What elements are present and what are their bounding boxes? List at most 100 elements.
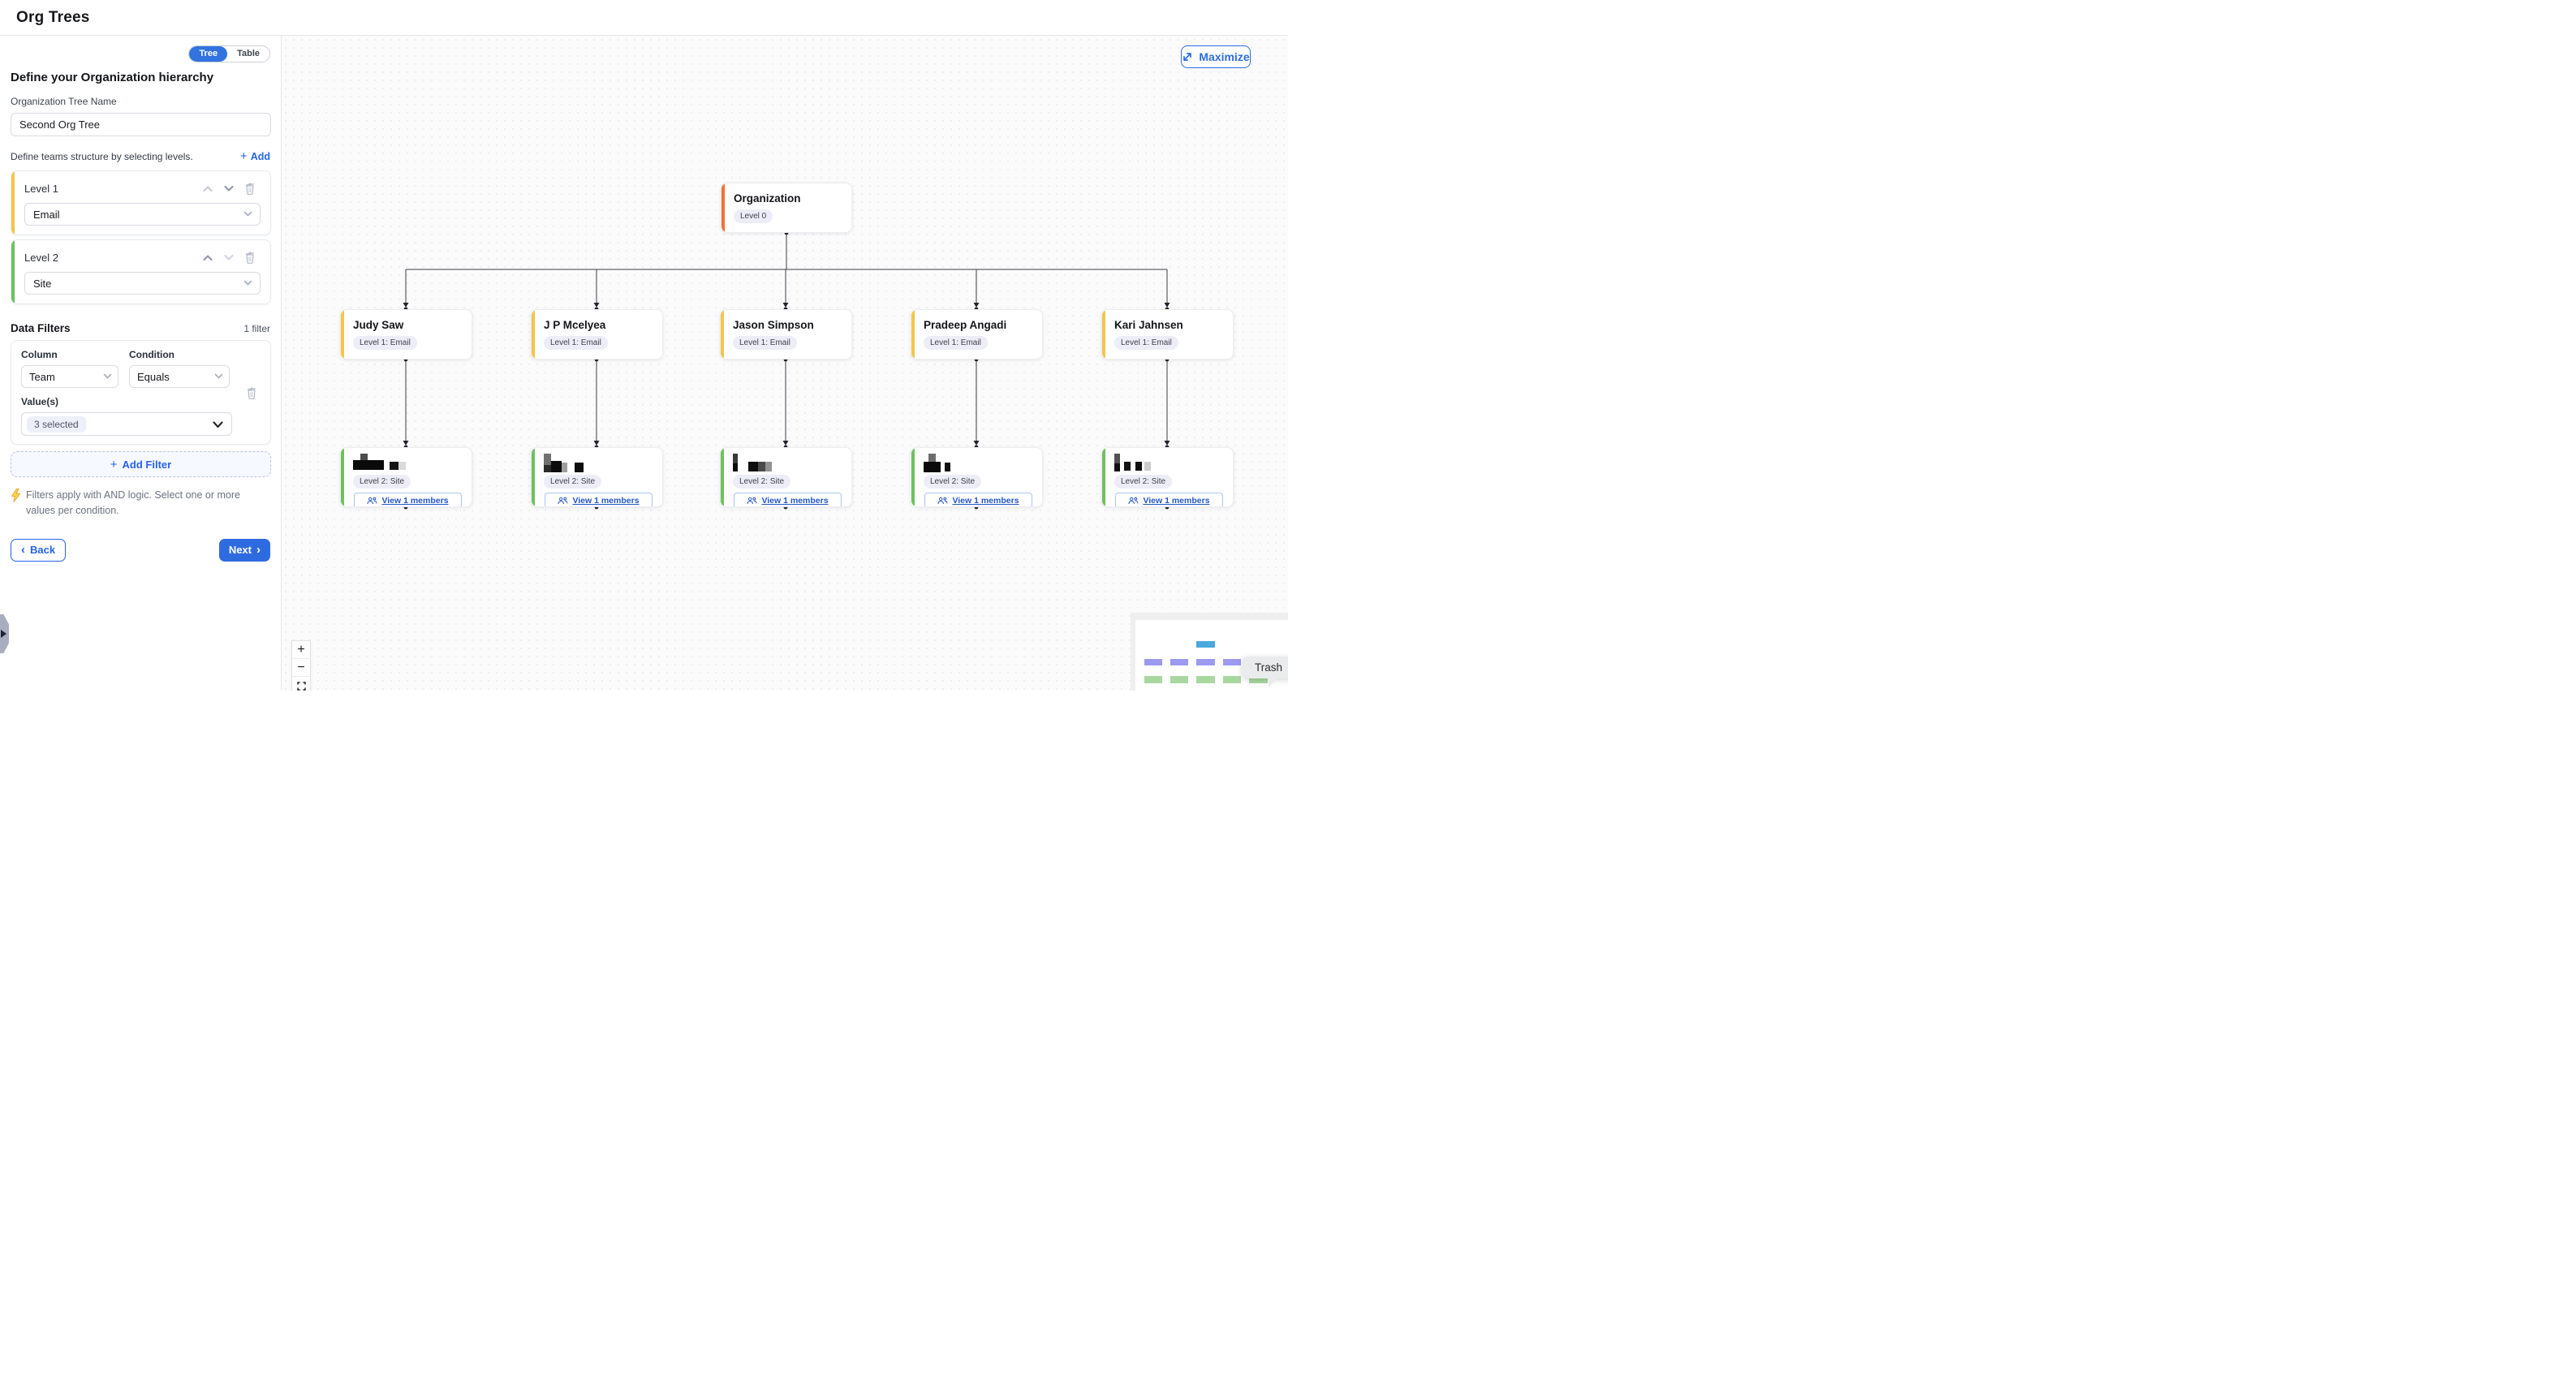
delete-level-button[interactable] <box>239 181 261 196</box>
delete-level-button[interactable] <box>239 250 261 265</box>
node-level-badge: Level 2: Site <box>544 475 602 489</box>
node-redacted-member-2[interactable]: Level 2: Site View 1 members <box>531 447 663 507</box>
node-redacted-member-3[interactable]: Level 2: Site View 1 members <box>720 447 852 507</box>
node-level-badge: Level 1: Email <box>544 336 608 350</box>
toggle-option-table[interactable]: Table <box>237 49 260 58</box>
fit-view-button[interactable] <box>292 677 310 691</box>
move-up-button[interactable] <box>197 250 218 265</box>
redacted-name <box>544 454 662 473</box>
node-accent-bar <box>911 310 915 359</box>
chevron-down-icon <box>243 280 252 286</box>
people-icon <box>747 497 757 504</box>
triangle-right-icon <box>1 630 6 638</box>
minimap-node <box>1144 658 1162 665</box>
node-level-badge: Level 1: Email <box>1114 336 1178 350</box>
condition-select[interactable]: Equals <box>129 365 230 388</box>
node-level-badge: Level 1: Email <box>353 336 417 350</box>
people-icon <box>937 497 948 504</box>
minimap-viewport <box>1135 620 1288 691</box>
trash-icon <box>246 252 254 264</box>
minimap-node <box>1170 658 1189 665</box>
node-pradeep-angadi[interactable]: Pradeep Angadi Level 1: Email <box>911 309 1043 359</box>
node-level-badge: Level 2: Site <box>1114 475 1173 489</box>
node-kari-jahnsen[interactable]: Kari Jahnsen Level 1: Email <box>1101 309 1234 359</box>
people-icon <box>1128 497 1139 504</box>
minimap-node <box>1222 658 1241 665</box>
level-2-label: Level 2 <box>24 251 58 264</box>
tree-name-input[interactable] <box>11 113 271 136</box>
chevron-down-icon <box>214 373 223 379</box>
values-select[interactable]: 3 selected <box>21 412 232 436</box>
node-j-p-mcelyea[interactable]: J P Mcelyea Level 1: Email <box>531 309 663 359</box>
view-members-button[interactable]: View 1 members <box>354 493 462 506</box>
move-up-button[interactable] <box>197 181 218 196</box>
move-down-button[interactable] <box>218 250 239 265</box>
trash-icon <box>248 387 256 399</box>
node-accent-bar <box>532 448 535 506</box>
maximize-button[interactable]: Maximize <box>1181 45 1251 68</box>
node-level-badge: Level 0 <box>734 209 773 223</box>
node-level-badge: Level 1: Email <box>733 336 797 350</box>
minimap-node <box>1196 658 1215 665</box>
org-tree-canvas[interactable]: Maximize Organization Level 0 Judy Saw Le… <box>282 36 1288 691</box>
chevron-down-icon <box>224 254 234 260</box>
redacted-name <box>1114 454 1233 473</box>
filters-note: Filters apply with AND logic. Select one… <box>26 489 240 517</box>
view-members-button[interactable]: View 1 members <box>1115 493 1223 506</box>
trash-icon <box>246 183 254 195</box>
sidebar-heading: Define your Organization hierarchy <box>11 71 214 84</box>
node-level-badge: Level 2: Site <box>733 475 791 489</box>
node-redacted-member-5[interactable]: Level 2: Site View 1 members <box>1101 447 1234 507</box>
delete-filter-button[interactable] <box>246 386 257 399</box>
level-1-accent-bar <box>11 171 15 235</box>
zoom-controls: + − <box>291 640 311 691</box>
column-label: Column <box>21 349 58 360</box>
org-trees-app: Org Trees Tree Table Define your Organiz… <box>0 0 1288 691</box>
redacted-name <box>924 454 1042 473</box>
plus-icon: + <box>110 457 118 471</box>
next-button[interactable]: Next › <box>218 538 270 562</box>
node-accent-bar <box>341 310 344 359</box>
add-filter-button[interactable]: + Add Filter <box>11 451 271 477</box>
node-redacted-member-4[interactable]: Level 2: Site View 1 members <box>911 447 1043 507</box>
node-jason-simpson[interactable]: Jason Simpson Level 1: Email <box>720 309 852 359</box>
chevron-up-icon <box>203 186 213 192</box>
toggle-option-tree[interactable]: Tree <box>189 46 228 62</box>
node-level-badge: Level 2: Site <box>924 475 982 489</box>
add-level-button[interactable]: + Add <box>239 149 270 163</box>
trash-tooltip: Trash <box>1242 657 1288 678</box>
node-judy-saw[interactable]: Judy Saw Level 1: Email <box>340 309 472 359</box>
node-redacted-member-1[interactable]: Level 2: Site View 1 members <box>340 447 472 507</box>
node-accent-bar <box>911 448 915 506</box>
tree-table-toggle: Tree Table <box>188 45 270 62</box>
minimap-root-node <box>1196 640 1215 648</box>
zoom-in-button[interactable]: + <box>292 641 310 659</box>
level-1-column-select[interactable]: Email <box>24 203 261 226</box>
people-icon <box>558 497 568 504</box>
minimap[interactable] <box>1131 613 1288 691</box>
levels-hint: Define teams structure by selecting leve… <box>11 150 193 162</box>
level-2-column-select[interactable]: Site <box>24 272 261 295</box>
zoom-out-button[interactable]: − <box>292 659 310 677</box>
column-select[interactable]: Team <box>21 365 118 388</box>
level-1-label: Level 1 <box>24 182 58 195</box>
chevron-up-icon <box>203 255 213 260</box>
minimap-node <box>1170 676 1189 684</box>
chevron-down-icon <box>243 211 252 217</box>
back-button[interactable]: ‹ Back <box>11 538 67 562</box>
chevron-left-icon: ‹ <box>21 542 25 557</box>
node-title: J P Mcelyea <box>544 319 606 331</box>
sidebar-collapse-handle[interactable] <box>0 614 9 653</box>
chevron-down-icon <box>213 421 223 428</box>
view-members-button[interactable]: View 1 members <box>545 493 653 506</box>
redacted-name <box>733 454 851 473</box>
view-toggle-row: Tree Table <box>11 45 270 62</box>
move-down-button[interactable] <box>218 181 239 196</box>
view-members-button[interactable]: View 1 members <box>734 493 842 506</box>
page-title: Org Trees <box>16 8 90 26</box>
view-members-button[interactable]: View 1 members <box>924 493 1032 506</box>
minimap-node <box>1196 676 1215 684</box>
node-organization[interactable]: Organization Level 0 <box>721 183 852 233</box>
node-accent-bar <box>721 448 724 506</box>
selected-count-pill: 3 selected <box>27 415 86 433</box>
